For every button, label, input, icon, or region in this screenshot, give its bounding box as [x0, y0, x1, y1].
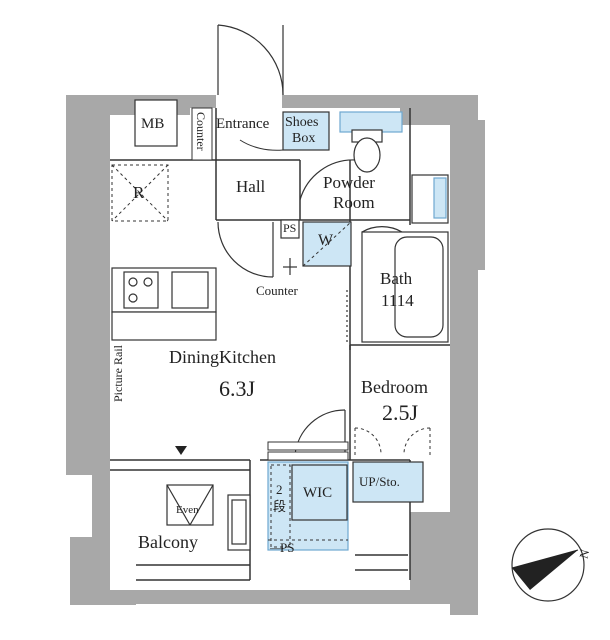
powder-room-line1: Powder — [323, 173, 375, 192]
refrigerator-label: R — [133, 183, 145, 202]
bedroom-label: Bedroom — [361, 377, 428, 397]
wic — [267, 461, 349, 551]
closet-doors — [354, 427, 431, 458]
ps-upper-label: PS — [283, 221, 297, 235]
toilet — [339, 111, 403, 173]
entrance-step-arc — [239, 139, 284, 151]
sliding-door — [267, 441, 349, 461]
shoes-box-line2: Box — [292, 131, 316, 146]
counter-vertical-label: Counter — [194, 112, 208, 151]
shelf-2-label: 2 — [276, 482, 283, 497]
balcony-label: Balcony — [138, 532, 198, 552]
powder-basin — [411, 174, 449, 224]
ps-lower-dash: — — [270, 540, 283, 555]
up-sto-label: UP/Sto. — [359, 474, 400, 489]
kitchen-counter — [111, 267, 217, 341]
balcony-even — [166, 484, 214, 526]
balcony-unit — [227, 494, 251, 551]
counter-label: Counter — [256, 283, 298, 298]
entrance-label: Entrance — [216, 116, 270, 132]
bedroom-size: 2.5J — [382, 400, 419, 425]
interior-walls — [110, 108, 450, 581]
powder-door — [299, 159, 356, 201]
mb-box — [134, 99, 178, 147]
hall-door — [217, 221, 274, 278]
refrigerator-spot — [111, 164, 169, 222]
even-label: Even — [176, 504, 199, 516]
compass — [511, 528, 585, 602]
bath-size-label: 1114 — [381, 291, 414, 310]
shoes-box — [282, 111, 330, 151]
outer-walls — [66, 95, 485, 615]
entry-arrow — [175, 446, 187, 455]
counter-marker — [283, 258, 297, 275]
wic-label: WIC — [303, 485, 333, 501]
ps-upper-box — [280, 219, 300, 239]
entrance-counter — [191, 107, 213, 161]
bath-label: Bath — [380, 269, 413, 288]
up-sto-box — [352, 461, 424, 503]
dining-kitchen-label: DiningKitchen — [169, 347, 276, 367]
entrance-door — [217, 24, 284, 96]
picture-rail-label: Picture Rail — [111, 345, 125, 402]
bath — [361, 226, 449, 343]
shoes-box-line1: Shoes — [285, 115, 319, 130]
washer — [302, 221, 352, 267]
powder-room-line2: Room — [333, 193, 375, 212]
mb-label: MB — [141, 116, 165, 132]
hall-label: Hall — [236, 177, 266, 196]
washer-label: W — [318, 232, 334, 249]
ps-lower-label: PS — [280, 540, 295, 555]
dining-kitchen-size: 6.3J — [219, 376, 256, 401]
shelf-dan-label: 段 — [273, 499, 287, 514]
